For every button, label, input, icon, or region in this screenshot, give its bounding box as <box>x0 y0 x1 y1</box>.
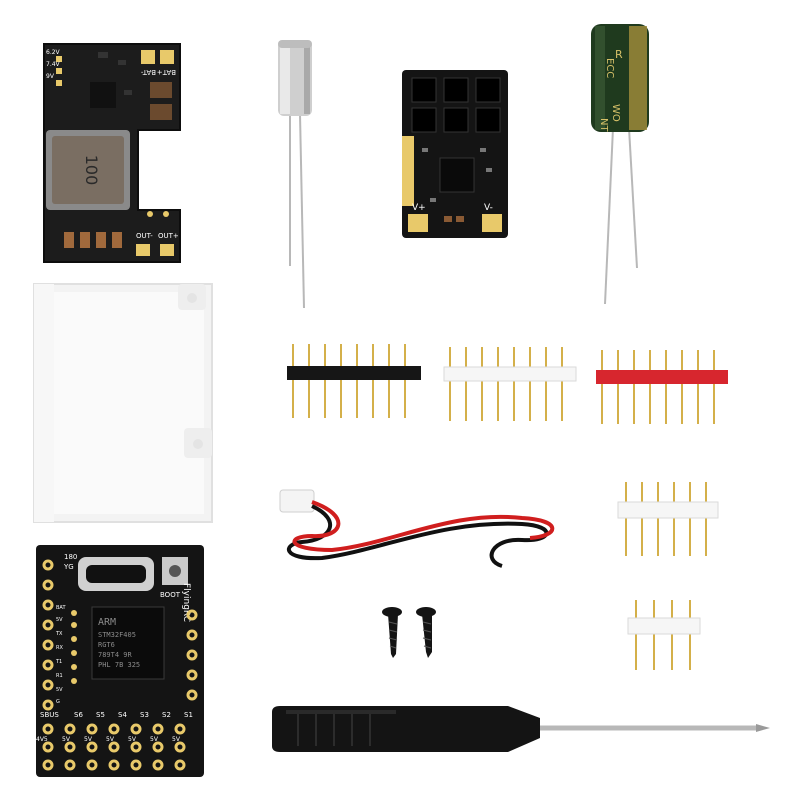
volt-label-1: 6.2V <box>46 49 61 56</box>
left-pin-g: G <box>56 699 60 705</box>
white-pin-header <box>443 347 577 421</box>
left-pin-t1: T1 <box>55 659 62 665</box>
inductor-code: 100 <box>82 155 101 186</box>
small-capacitor <box>278 40 312 309</box>
flight-controller-board: 180 YG BOOT FlyingRC ARM STM32F405 RGT6 … <box>36 545 204 777</box>
header-label-s2: S2 <box>162 711 171 719</box>
capacitor-side: WO <box>610 104 621 122</box>
header-label-s4: S4 <box>118 711 127 719</box>
six-pin-header <box>617 482 719 556</box>
out-pos-label: OUT+ <box>158 232 179 240</box>
pin-label-5v-6: 5V <box>172 736 181 743</box>
pin-label-5v-1: 5V <box>62 736 71 743</box>
left-pin-5v-2: 5V <box>56 687 63 693</box>
volt-label-2: 7.4V <box>46 61 61 68</box>
header-label-s1: S1 <box>184 711 193 719</box>
red-pin-header <box>596 350 728 424</box>
fc-boot-label: BOOT <box>160 591 181 599</box>
screwdriver <box>272 706 770 752</box>
bat-neg-label: BAT- <box>140 68 156 76</box>
bat-pos-label: BAT+ <box>157 68 176 76</box>
chip-line-2: STM32F405 <box>98 631 136 639</box>
white-case <box>33 283 213 523</box>
left-pin-r1: R1 <box>56 673 63 679</box>
esc-vneg-label: V- <box>484 203 493 213</box>
out-neg-label: OUT- <box>136 232 153 240</box>
pin-label-5v-3: 5V <box>106 736 115 743</box>
capacitor-mark: R <box>615 48 623 61</box>
volt-label-3: 9V <box>46 73 55 80</box>
chip-line-4: 789T4 9R <box>98 651 133 659</box>
power-board: BAT- BAT+ 6.2V 7.4V 9V 100 OUT- OUT+ <box>43 43 181 263</box>
black-pin-header <box>287 344 421 418</box>
left-pin-rx: RX <box>56 645 63 651</box>
fc-top-label-2: YG <box>63 563 74 571</box>
esc-board: V+ V- <box>402 70 508 238</box>
chip-line-1: ARM <box>98 617 116 628</box>
pin-label-5v-5: 5V <box>150 736 159 743</box>
chip-line-3: RGT6 <box>98 641 115 649</box>
capacitor-bottom: NT <box>598 118 609 132</box>
four-pin-header <box>627 600 701 670</box>
fc-top-label-1: 180 <box>64 553 77 561</box>
screws <box>382 607 436 658</box>
header-label-s3: S3 <box>140 711 149 719</box>
esc-vpos-label: V+ <box>412 203 426 213</box>
header-label-s6: S6 <box>74 711 83 719</box>
battery-cable <box>279 489 555 568</box>
capacitor-brand: ECC <box>604 58 615 78</box>
pin-label-4v5: 4V5 <box>36 736 48 743</box>
pin-label-5v-4: 5V <box>128 736 137 743</box>
fc-brand: FlyingRC <box>181 583 191 622</box>
header-label-s5: S5 <box>96 711 105 719</box>
left-pin-tx: TX <box>55 631 63 637</box>
left-pin-bat: BAT <box>56 605 66 611</box>
electrolytic-capacitor: ECC R WO NT <box>591 24 649 305</box>
left-pin-5v: 5V <box>56 617 63 623</box>
pin-label-5v-2: 5V <box>84 736 93 743</box>
chip-line-5: PHL 7B 325 <box>98 661 140 669</box>
header-label-sbus: SBUS <box>40 711 59 719</box>
